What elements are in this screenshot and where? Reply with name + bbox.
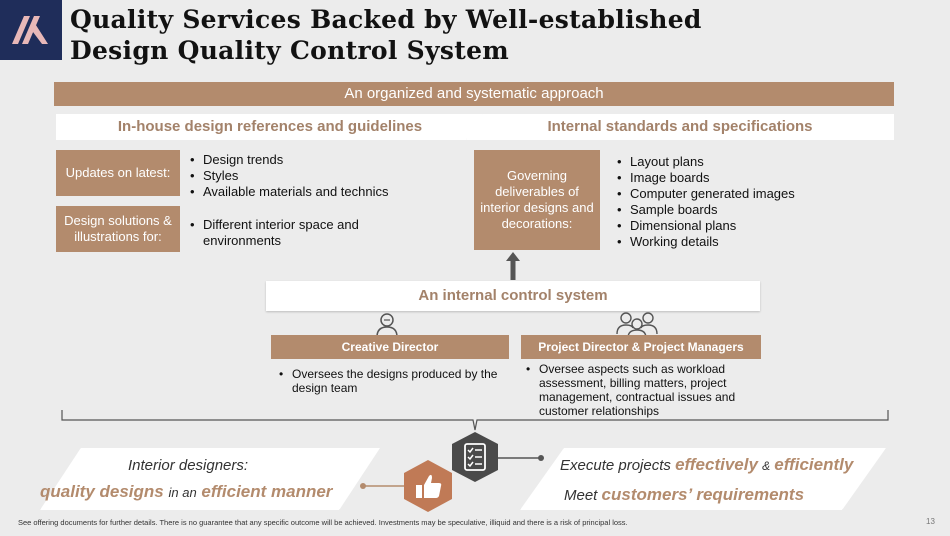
- list-item: Computer generated images: [615, 186, 795, 202]
- creative-director-bar: Creative Director: [271, 335, 509, 359]
- governing-line-3: interior designs and: [480, 200, 594, 215]
- execute-panel: [520, 448, 886, 510]
- internal-control-header: An internal control system: [266, 281, 760, 311]
- solutions-item-line-1: Different interior space and: [203, 217, 359, 232]
- pm-line-1: Oversee aspects such as workload: [539, 362, 726, 376]
- solutions-label-line-1: Design solutions &: [64, 213, 172, 228]
- ampersand-text: &: [762, 459, 771, 473]
- list-item: Oversees the designs produced by the des…: [277, 367, 497, 395]
- pm-list: Oversee aspects such as workload assessm…: [524, 362, 735, 418]
- approach-banner: An organized and systematic approach: [54, 82, 894, 106]
- list-item: Working details: [615, 234, 795, 250]
- list-item: Dimensional plans: [615, 218, 795, 234]
- list-item: Styles: [188, 168, 388, 184]
- title-line-1: Quality Services Backed by Well-establis…: [70, 5, 702, 34]
- governing-line-1: Governing: [507, 168, 567, 183]
- efficient-manner-text: efficient manner: [201, 482, 333, 501]
- requirements-text: customers’ requirements: [601, 485, 805, 504]
- person-icon: [376, 313, 398, 338]
- solutions-list: Different interior space and environment…: [188, 217, 359, 249]
- updates-label: Updates on latest:: [65, 165, 171, 180]
- disclaimer-text: See offering documents for further detai…: [18, 518, 628, 527]
- execute-statement: Execute projects effectively & efficient…: [560, 455, 853, 475]
- pm-line-4: customer relationships: [539, 404, 660, 418]
- efficiently-text: efficiently: [774, 455, 854, 474]
- thumbs-up-icon: [404, 460, 452, 512]
- meet-statement: Meet customers’ requirements: [564, 485, 804, 505]
- group-icon: [616, 312, 658, 338]
- list-item: Available materials and technics: [188, 184, 388, 200]
- governing-line-2: deliverables of: [495, 184, 579, 199]
- designers-label: Interior designers:: [128, 457, 249, 474]
- creative-line-1: Oversees the designs produced by the: [292, 367, 498, 381]
- arrow-up-icon: [506, 252, 520, 280]
- title-line-2: Design Quality Control System: [70, 36, 510, 65]
- pm-line-3: management, contractual issues and: [539, 390, 736, 404]
- effectively-text: effectively: [675, 455, 758, 474]
- creative-list: Oversees the designs produced by the des…: [277, 367, 497, 395]
- governing-box: Governing deliverables of interior desig…: [474, 150, 600, 250]
- quality-designs-text: quality designs: [40, 482, 164, 501]
- logo-icon: [12, 16, 48, 44]
- list-item: Oversee aspects such as workload assessm…: [524, 362, 735, 418]
- designers-panel: [40, 448, 380, 510]
- governing-line-4: decorations:: [501, 216, 573, 231]
- updates-box: Updates on latest:: [56, 150, 180, 196]
- solutions-item-line-2: environments: [203, 233, 282, 248]
- page-number: 13: [926, 517, 935, 526]
- project-managers-bar: Project Director & Project Managers: [521, 335, 761, 359]
- list-item: Different interior space and environment…: [188, 217, 359, 249]
- pm-line-2: assessment, billing matters, project: [539, 376, 727, 390]
- page-title: Quality Services Backed by Well-establis…: [70, 4, 702, 66]
- list-item: Image boards: [615, 170, 795, 186]
- company-logo: [0, 0, 62, 60]
- standards-header: Internal standards and specifications: [466, 114, 894, 140]
- solutions-box: Design solutions & illustrations for:: [56, 206, 180, 252]
- execute-text: Execute projects: [560, 457, 671, 474]
- updates-list: Design trends Styles Available materials…: [188, 152, 388, 200]
- in-an-text: in an: [168, 485, 197, 500]
- inhouse-header: In-house design references and guideline…: [56, 114, 484, 140]
- checklist-icon: [452, 432, 498, 482]
- solutions-label-line-2: illustrations for:: [74, 229, 162, 244]
- bracket-divider: [61, 410, 889, 431]
- list-item: Sample boards: [615, 202, 795, 218]
- creative-line-2: design team: [292, 381, 358, 395]
- governing-list: Layout plans Image boards Computer gener…: [615, 154, 795, 250]
- meet-text: Meet: [564, 487, 598, 504]
- designers-statement: quality designs in an efficient manner: [40, 482, 332, 502]
- list-item: Layout plans: [615, 154, 795, 170]
- list-item: Design trends: [188, 152, 388, 168]
